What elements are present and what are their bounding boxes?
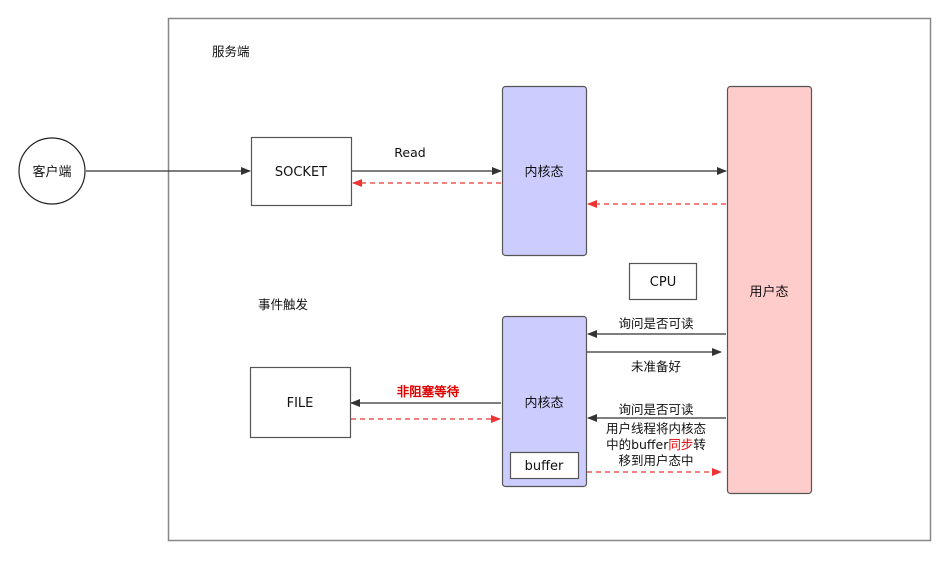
transfer-label-sync: 同步 bbox=[668, 437, 693, 452]
buffer-node bbox=[509, 451, 580, 480]
transfer-label-line2: 中的buffer同步转 bbox=[606, 437, 706, 452]
kernel-bottom-label: 内核态 bbox=[524, 395, 563, 411]
not-ready-label: 未准备好 bbox=[631, 359, 681, 374]
user-mode-label: 用户态 bbox=[749, 284, 788, 300]
cpu-node bbox=[628, 262, 698, 301]
file-label: FILE bbox=[287, 396, 314, 411]
cpu-label: CPU bbox=[650, 275, 676, 290]
socket-label: SOCKET bbox=[275, 165, 327, 180]
ask-readable-2-label: 询问是否可读 bbox=[618, 402, 693, 417]
transfer-label-line1: 用户线程将内核态 bbox=[606, 421, 706, 436]
file-node bbox=[249, 366, 352, 439]
client-label: 客户端 bbox=[32, 164, 71, 180]
socket-node bbox=[250, 136, 353, 207]
kernel-top-node bbox=[501, 85, 588, 257]
kernel-bottom-node bbox=[501, 315, 588, 488]
buffer-label: buffer bbox=[525, 459, 564, 474]
transfer-label-line2-a: 中的buffer bbox=[606, 437, 669, 452]
event-trigger-label: 事件触发 bbox=[258, 297, 309, 312]
user-mode-node bbox=[726, 85, 813, 495]
kernel-top-label: 内核态 bbox=[524, 164, 563, 180]
transfer-label-line3: 移到用户态中 bbox=[618, 453, 693, 468]
ask-readable-1-label: 询问是否可读 bbox=[618, 316, 693, 331]
server-label: 服务端 bbox=[212, 44, 250, 59]
server-boundary bbox=[167, 17, 932, 542]
transfer-label-line2-c: 转 bbox=[693, 437, 706, 452]
non-blocking-wait-label: 非阻塞等待 bbox=[397, 384, 460, 399]
client-node bbox=[18, 137, 86, 205]
read-label: Read bbox=[394, 145, 425, 160]
